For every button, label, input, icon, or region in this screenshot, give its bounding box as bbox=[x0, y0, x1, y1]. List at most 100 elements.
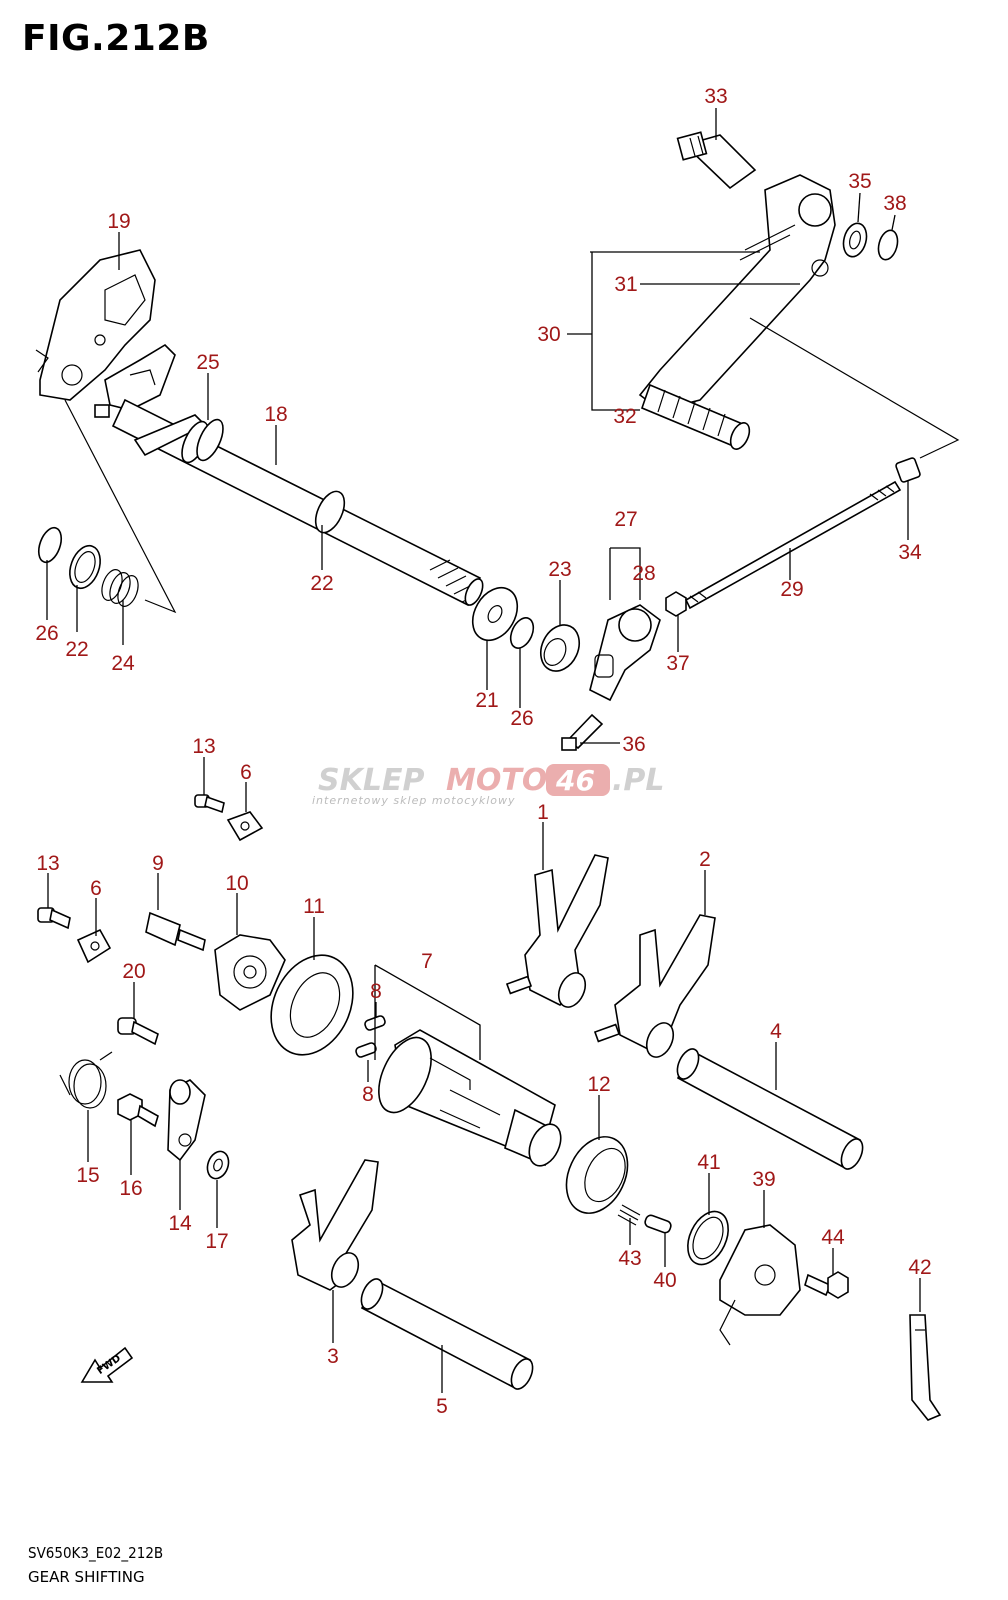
shift-pawl bbox=[94, 343, 176, 418]
watermark-badge bbox=[546, 764, 610, 796]
pivot-bolt-33 bbox=[676, 131, 757, 190]
callout-31: 31 bbox=[614, 273, 637, 296]
callout-3: 3 bbox=[327, 1345, 339, 1368]
callout-11: 11 bbox=[303, 895, 325, 918]
callout-29: 29 bbox=[780, 578, 803, 601]
fork-shaft-4 bbox=[676, 1048, 864, 1170]
callout-12: 12 bbox=[587, 1073, 610, 1096]
bearing-12 bbox=[565, 1136, 629, 1214]
bolt-36 bbox=[561, 713, 604, 751]
callout-28: 28 bbox=[632, 562, 655, 585]
shift-cam-drum-7 bbox=[378, 1029, 562, 1167]
callout-32: 32 bbox=[613, 405, 636, 428]
gearshift-shaft-18 bbox=[111, 398, 484, 607]
callout-19: 19 bbox=[107, 210, 130, 233]
callout-5: 5 bbox=[436, 1395, 448, 1418]
shift-link-27 bbox=[589, 604, 661, 702]
fwd-arrow-icon: FWD bbox=[80, 1346, 134, 1383]
callout-8a: 8 bbox=[370, 980, 382, 1003]
screw-20 bbox=[117, 1017, 159, 1046]
watermark-tagline: internetowy sklep motocyklowy bbox=[312, 794, 516, 807]
gear-position-switch-39 bbox=[719, 1224, 801, 1346]
return-spring-15 bbox=[59, 1051, 113, 1109]
stopper-arm-14 bbox=[167, 1079, 206, 1162]
screw-13b bbox=[37, 907, 71, 930]
washer-17 bbox=[206, 1150, 230, 1180]
callout-9: 9 bbox=[152, 852, 164, 875]
bearing-11 bbox=[270, 954, 354, 1056]
bolt-44 bbox=[804, 1271, 849, 1299]
callout-36: 36 bbox=[622, 733, 645, 756]
leader-lines bbox=[46, 108, 921, 1393]
shift-peg-32 bbox=[640, 383, 751, 450]
shift-rod-29 bbox=[684, 480, 902, 610]
figure-code: SV650K3_E02_212B bbox=[28, 1544, 164, 1562]
callout-35: 35 bbox=[848, 170, 871, 193]
shift-arm-plate-19 bbox=[35, 249, 156, 401]
o-ring-41 bbox=[687, 1210, 729, 1266]
circlip-26b bbox=[509, 617, 535, 649]
callout-22b: 22 bbox=[65, 638, 88, 661]
callout-20: 20 bbox=[122, 960, 145, 983]
gearshift-lever-30 bbox=[638, 174, 836, 411]
pin-40 bbox=[644, 1214, 672, 1234]
oil-seal-23 bbox=[539, 624, 581, 672]
callout-1: 1 bbox=[537, 801, 549, 824]
callout-23: 23 bbox=[548, 558, 571, 581]
nut-37 bbox=[665, 591, 687, 617]
screw-13a bbox=[194, 794, 225, 814]
circlip-26a bbox=[37, 526, 63, 564]
callout-7: 7 bbox=[421, 950, 433, 973]
callout-18: 18 bbox=[264, 403, 287, 426]
guide-line-right bbox=[749, 317, 960, 459]
rod-end-34 bbox=[895, 457, 921, 483]
callouts: 33 35 38 19 31 30 25 18 32 34 27 23 28 2… bbox=[35, 85, 931, 1418]
callout-43: 43 bbox=[618, 1247, 641, 1270]
callout-41: 41 bbox=[697, 1151, 720, 1174]
shift-fork-2 bbox=[593, 914, 716, 1058]
callout-25: 25 bbox=[196, 351, 219, 374]
watermark-brand-left: SKLEP bbox=[318, 763, 424, 798]
watermark-brand-tld: .PL bbox=[612, 763, 665, 798]
callout-26a: 26 bbox=[35, 622, 58, 645]
callout-40: 40 bbox=[653, 1269, 676, 1292]
watermark: SKLEP MOTO 46 .PL internetowy sklep moto… bbox=[312, 763, 665, 807]
callout-34: 34 bbox=[898, 541, 922, 564]
guide-line bbox=[64, 399, 177, 614]
pin-8b bbox=[355, 1042, 377, 1058]
callout-44: 44 bbox=[821, 1226, 845, 1249]
callout-14: 14 bbox=[168, 1212, 192, 1235]
shift-fork-1 bbox=[505, 854, 609, 1008]
callout-22a: 22 bbox=[310, 572, 333, 595]
callout-16: 16 bbox=[119, 1177, 142, 1200]
callout-6a: 6 bbox=[240, 761, 252, 784]
callout-2: 2 bbox=[699, 848, 711, 871]
callout-17: 17 bbox=[205, 1230, 228, 1253]
cam-plate-10 bbox=[214, 934, 286, 1011]
callout-26b: 26 bbox=[510, 707, 533, 730]
callout-13a: 13 bbox=[192, 735, 215, 758]
callout-15: 15 bbox=[76, 1164, 99, 1187]
watermark-brand-num: 46 bbox=[555, 764, 595, 797]
stopper-6a bbox=[226, 811, 264, 842]
figure-name: GEAR SHIFTING bbox=[28, 1568, 145, 1586]
bolt-16 bbox=[117, 1093, 159, 1128]
callout-21: 21 bbox=[475, 689, 498, 712]
fork-shaft-5 bbox=[360, 1278, 534, 1390]
callout-13b: 13 bbox=[36, 852, 59, 875]
callout-37: 37 bbox=[666, 652, 689, 675]
callout-6b: 6 bbox=[90, 877, 102, 900]
circlip-38 bbox=[877, 229, 899, 261]
callout-24: 24 bbox=[111, 652, 135, 675]
callout-33: 33 bbox=[704, 85, 727, 108]
pin-9 bbox=[145, 911, 206, 952]
stopper-6b bbox=[76, 928, 112, 964]
watermark-brand-mid: MOTO bbox=[446, 763, 547, 798]
washer-35 bbox=[842, 222, 868, 258]
callout-4: 4 bbox=[770, 1020, 782, 1043]
callout-8b: 8 bbox=[362, 1083, 374, 1106]
callout-30: 30 bbox=[537, 323, 560, 346]
callout-42: 42 bbox=[908, 1256, 931, 1279]
shift-fork-3 bbox=[291, 1159, 379, 1291]
